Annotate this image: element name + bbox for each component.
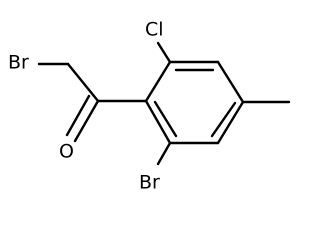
bond-carbonyl-oxygen-inner [65, 94, 91, 137]
bond-carbonyl-oxygen-outer [73, 99, 100, 143]
ring-bond-c3-c4 [216, 60, 245, 104]
ring-bond-c6-c1 [144, 99, 172, 145]
bond-ring-bromo [156, 141, 172, 166]
ring-bond-c4-c5 [216, 100, 245, 145]
chlorine-label: Cl [145, 19, 164, 41]
oxygen-label: O [59, 141, 74, 163]
ring-double-bond-c6-c1 [153, 100, 178, 138]
molecule-structure-diagram: Br O Cl Br [8, 19, 291, 194]
bromine-label-top: Br [8, 52, 29, 74]
bromine-label-bottom: Br [139, 172, 160, 194]
atom-labels: Br O Cl Br [8, 19, 164, 194]
bond-ch2-carbonyl [66, 62, 100, 103]
bond-lines [37, 41, 291, 166]
bond-ring-chloro [156, 41, 172, 64]
ring-double-bond-c4-c5 [210, 101, 237, 138]
ring-bond-c1-c2 [144, 60, 172, 103]
